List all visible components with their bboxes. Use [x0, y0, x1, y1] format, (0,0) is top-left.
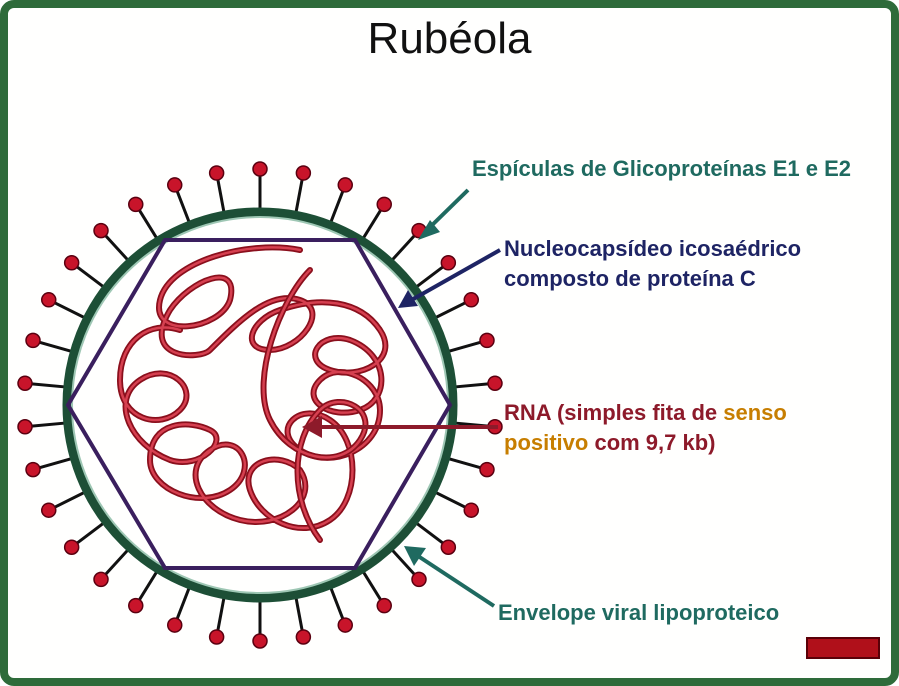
glycoprotein-arrowhead — [418, 220, 440, 240]
spike-head — [376, 196, 392, 213]
spike-head — [479, 461, 495, 478]
red-badge — [806, 637, 880, 659]
spike-head — [463, 292, 480, 308]
spike-head — [128, 196, 144, 213]
spike-head — [17, 419, 33, 435]
spike-head — [411, 571, 427, 588]
spike-head — [40, 502, 57, 518]
rna-label-highlight2: positivo — [504, 430, 589, 455]
spike-head — [166, 177, 183, 193]
spike-head — [295, 629, 312, 645]
spike-head — [128, 597, 144, 614]
nucleocapsid-label-line2: composto de proteína C — [504, 266, 756, 291]
spike-head — [25, 332, 41, 349]
pointer-arrows — [302, 188, 501, 608]
nucleocapsid-label: Nucleocapsídeo icosaédrico composto de p… — [504, 234, 894, 294]
rna-arrowhead — [302, 416, 322, 438]
icosahedral-nucleocapsid — [65, 238, 453, 570]
spike-head — [337, 177, 354, 193]
capsid-arrow — [407, 248, 501, 304]
rna-label-part2: com 9,7 kb) — [588, 430, 716, 455]
spike-head — [337, 617, 354, 633]
rna-label: RNA (simples fita de senso positivo com … — [504, 398, 894, 458]
spike-head — [252, 161, 268, 177]
spike-head — [487, 375, 503, 391]
spike-head — [376, 597, 392, 614]
spike-head — [463, 502, 480, 518]
spike-head — [17, 375, 33, 391]
spike-head — [440, 255, 457, 271]
spike-head — [252, 633, 268, 649]
spike-head — [295, 165, 312, 181]
envelope-label: Envelope viral lipoproteico — [498, 600, 780, 625]
spike-head — [208, 629, 225, 645]
envelope-arrow — [416, 554, 496, 608]
spike-head — [479, 332, 495, 349]
rna-label-highlight1: senso — [723, 400, 787, 425]
nucleocapsid-label-line1: Nucleocapsídeo icosaédrico — [504, 236, 802, 261]
spike-head — [40, 292, 57, 308]
spike-head — [440, 539, 457, 555]
capsid-arrowhead — [398, 290, 418, 308]
page-title: Rubéola — [367, 14, 532, 63]
spike-head — [63, 255, 80, 271]
spike-head — [208, 165, 225, 181]
spike-head — [25, 461, 41, 478]
rna-label-part1: RNA (simples fita de — [504, 400, 724, 425]
rna-strand-2-highlight — [262, 268, 367, 542]
spike-head — [63, 539, 80, 555]
spike-head — [93, 571, 109, 588]
envelope-arrowhead — [404, 546, 426, 566]
rna-strand-highlight — [118, 246, 387, 530]
spike-head — [93, 222, 109, 239]
glycoprotein-label: Espículas de Glicoproteínas E1 e E2 — [472, 156, 852, 181]
glycoprotein-spikes — [17, 161, 503, 649]
rna-strand — [117, 244, 389, 532]
spike-head — [166, 617, 183, 633]
